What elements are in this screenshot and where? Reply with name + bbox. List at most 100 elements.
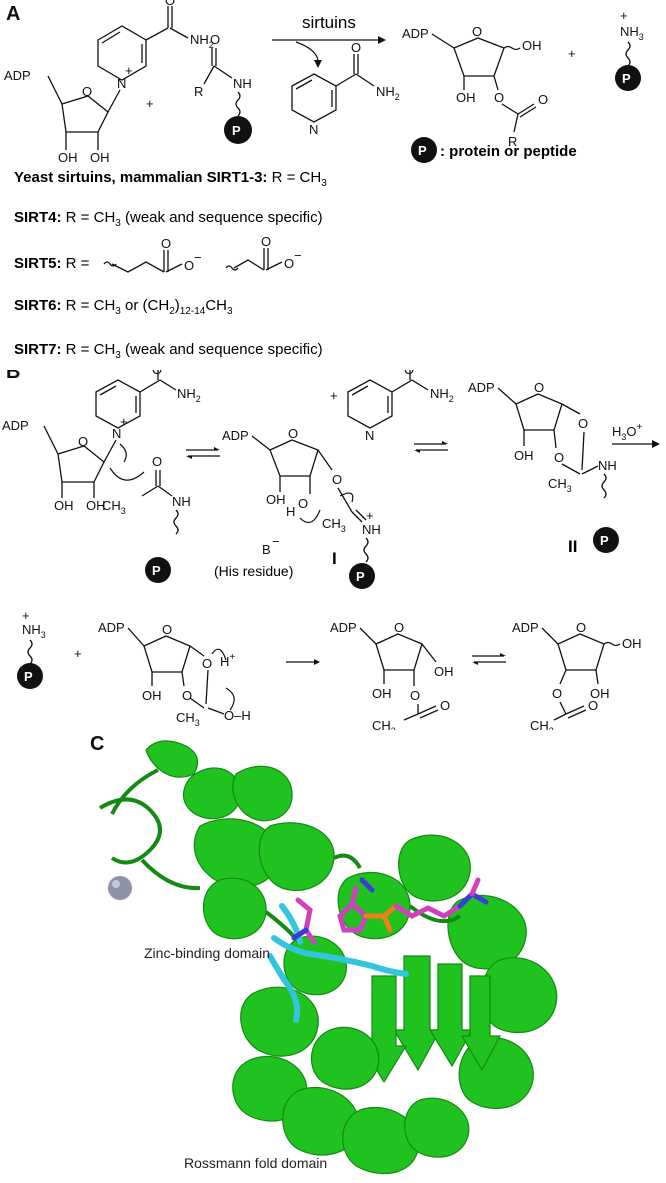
nad-molecule: O NH2 N + O ADP OH OH <box>4 0 214 165</box>
svg-text:O–H: O–H <box>224 708 251 723</box>
svg-text:CH3: CH3 <box>530 718 554 730</box>
svg-text:CH3: CH3 <box>176 710 200 728</box>
svg-text:N: N <box>112 426 121 441</box>
svg-text:O: O <box>351 40 361 55</box>
svg-text:ADP: ADP <box>402 26 429 41</box>
svg-text:P: P <box>418 143 427 158</box>
plus-sign: + <box>146 96 154 111</box>
svg-text:+: + <box>22 608 30 623</box>
svg-text:P: P <box>622 71 631 86</box>
svg-text:O: O <box>261 234 271 249</box>
svg-text:OH: OH <box>522 38 542 53</box>
acyl-substrate: O R NH P <box>194 32 252 144</box>
cyclic-orthoester: ADP O O OH O CH3 O–H H+ <box>98 620 251 728</box>
svg-text:P: P <box>600 533 609 548</box>
svg-text:O: O <box>494 90 504 105</box>
legend: P : protein or peptide <box>411 137 577 163</box>
succinyl-group: O O − <box>103 236 202 273</box>
his-residue-label: (His residue) <box>214 563 293 579</box>
intermediate-ii-label: II <box>568 537 577 556</box>
svg-text:H+: H+ <box>220 652 235 669</box>
svg-text:O: O <box>184 258 194 273</box>
svg-text:NH3: NH3 <box>22 622 46 640</box>
nad-acetyllysine: O NH2 N + O ADP OH OH O CH3 NH P <box>2 370 201 583</box>
oaadpr-product: ADP O OH OH O O R <box>402 24 548 149</box>
svg-text:O: O <box>472 24 482 39</box>
svg-text:−: − <box>294 248 302 263</box>
reaction-arrow: sirtuins <box>272 13 386 68</box>
equilibrium-2 <box>414 441 448 453</box>
intermediate-i-label: I <box>332 549 337 568</box>
svg-text:OH: OH <box>142 688 162 703</box>
svg-text:P: P <box>232 123 241 138</box>
svg-text:OH: OH <box>90 150 110 165</box>
sirt-row-4: SIRT6: R = CH3 or (CH2)12-14CH3 <box>14 297 233 317</box>
svg-text:O: O <box>578 416 588 431</box>
sirt-row-3: SIRT5: R = <box>14 255 90 272</box>
svg-text:O: O <box>552 686 562 701</box>
legend-text: : protein or peptide <box>440 143 577 160</box>
plus-sign: + <box>74 646 82 661</box>
svg-text:R: R <box>194 84 203 99</box>
svg-text:+: + <box>120 414 128 429</box>
svg-text:OH: OH <box>434 664 454 679</box>
svg-text:N: N <box>365 428 374 443</box>
svg-text:ADP: ADP <box>2 418 29 433</box>
svg-text:ADP: ADP <box>330 620 357 635</box>
svg-text:O: O <box>152 454 162 469</box>
zinc-binding-label: Zinc-binding domain <box>144 945 270 961</box>
svg-text:O: O <box>161 236 171 251</box>
svg-text:+: + <box>620 8 628 23</box>
sirt-row-1: Yeast sirtuins, mammalian SIRT1-3: R = C… <box>14 169 327 189</box>
svg-text:P: P <box>152 563 161 578</box>
svg-text:CH3: CH3 <box>372 718 396 730</box>
nicotinamide-b: N O NH2 <box>347 370 454 443</box>
sirt-list: Yeast sirtuins, mammalian SIRT1-3: R = C… <box>14 169 327 361</box>
2-oaadpr: ADP O OH OH O O CH3 <box>330 620 454 730</box>
svg-text:+: + <box>125 63 133 78</box>
svg-text:O: O <box>538 92 548 107</box>
svg-text:OH: OH <box>622 636 642 651</box>
svg-text:−: − <box>194 250 202 265</box>
nicotinamide: N O NH2 <box>291 40 400 137</box>
svg-text:OH: OH <box>86 498 106 513</box>
svg-text:O: O <box>404 370 414 377</box>
panel-a-label: A <box>6 3 20 25</box>
svg-text:+: + <box>366 508 374 523</box>
svg-text:O: O <box>588 698 598 713</box>
svg-text:NH3: NH3 <box>620 24 644 42</box>
svg-text:P: P <box>24 669 33 684</box>
peptide-substrate <box>267 903 409 1023</box>
panel-c-label: C <box>90 733 104 755</box>
svg-text:O: O <box>82 84 92 99</box>
rossmann-label: Rossmann fold domain <box>184 1155 327 1171</box>
svg-text:OH: OH <box>514 448 534 463</box>
svg-text:O: O <box>410 688 420 703</box>
sirt-row-2: SIRT4: R = CH3 (weak and sequence specif… <box>14 209 323 229</box>
panel-c: C <box>90 733 558 1175</box>
svg-text:OH: OH <box>590 686 610 701</box>
svg-text:NH: NH <box>172 494 191 509</box>
svg-text:CH3: CH3 <box>322 516 346 534</box>
svg-text:O: O <box>440 698 450 713</box>
plus-sign: + <box>330 388 338 403</box>
malonyl-group: O O − <box>225 234 302 271</box>
svg-text:NH: NH <box>598 458 617 473</box>
sirt-row-5: SIRT7: R = CH3 (weak and sequence specif… <box>14 341 323 361</box>
svg-text:O: O <box>162 622 172 637</box>
nad-ligand <box>291 877 489 945</box>
svg-text:H3O+: H3O+ <box>612 422 643 442</box>
svg-text:O: O <box>165 0 175 8</box>
svg-text:O: O <box>210 32 220 47</box>
deacylated-protein: + NH3 P <box>615 8 644 91</box>
svg-text:N: N <box>117 76 126 91</box>
plus-sign: + <box>568 46 576 61</box>
svg-text:NH: NH <box>233 76 252 91</box>
svg-text:O: O <box>202 656 212 671</box>
svg-text:ADP: ADP <box>222 428 249 443</box>
3-oaadpr: ADP O OH OH O O CH3 <box>512 620 642 730</box>
svg-text:NH2: NH2 <box>430 386 454 404</box>
svg-text:O: O <box>284 256 294 271</box>
equilibrium-1 <box>186 447 220 459</box>
zinc-ion <box>108 876 132 900</box>
